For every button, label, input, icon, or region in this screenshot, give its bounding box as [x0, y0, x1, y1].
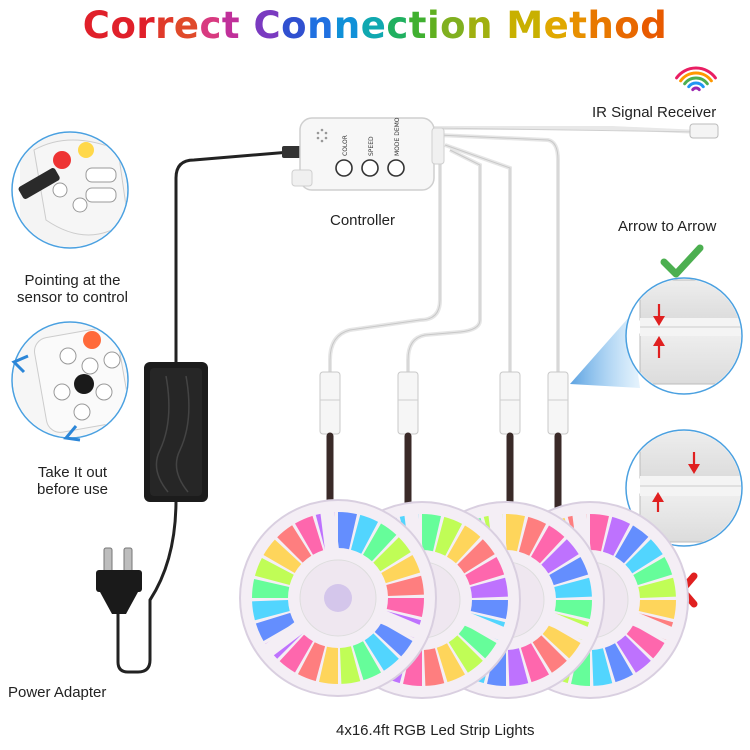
strips-label: 4x16.4ft RGB Led Strip Lights: [336, 722, 535, 739]
title-letter: r: [136, 4, 156, 47]
remote-circle-pointing: [11, 131, 129, 249]
title-letter: t: [408, 4, 427, 47]
controller-button[interactable]: MODE DEMO: [387, 117, 405, 177]
title-letter: h: [587, 4, 615, 47]
led-reels: [239, 499, 689, 699]
controller-button-label: SPEED: [368, 136, 375, 156]
dc-plug: [282, 146, 302, 158]
connectors: [319, 371, 569, 435]
page-title: Correct Connection Method: [0, 4, 750, 47]
title-letter: M: [506, 4, 544, 47]
power-adapter-label: Power Adapter: [8, 684, 107, 701]
title-letter: C: [253, 4, 282, 47]
cable-3: [444, 143, 512, 380]
title-letter: c: [199, 4, 222, 47]
title-letter: c: [386, 4, 409, 47]
arrow-left-icon: [11, 354, 29, 374]
cable-4: [437, 133, 560, 380]
ir-wifi-icon: [675, 66, 717, 92]
connector-1: [319, 371, 341, 435]
takeout-label-line2: before use: [37, 481, 108, 498]
wifi-arc: [679, 71, 713, 83]
controller-button[interactable]: SPEED: [361, 136, 379, 177]
ir-receiver-head: [689, 123, 719, 139]
title-letter: o: [110, 4, 137, 47]
controller-button-label: COLOR: [342, 135, 349, 156]
title-letter: o: [440, 4, 467, 47]
connector-2: [397, 371, 419, 435]
controller-button[interactable]: COLOR: [335, 135, 353, 177]
ir-receiver-label: IR Signal Receiver: [592, 104, 717, 121]
pointing-label-line2: sensor to control: [17, 289, 128, 306]
ir-cable: [432, 126, 701, 134]
title-letter: n: [307, 4, 334, 47]
title-letter: e: [173, 4, 200, 47]
wifi-arc: [687, 81, 705, 89]
check-icon: [660, 244, 704, 278]
pointing-label: Pointing at the sensor to control: [0, 272, 145, 306]
remote-circle-takeout: [11, 321, 129, 442]
title-letter: d: [640, 4, 668, 47]
led-reel: [239, 499, 437, 697]
wifi-arc: [675, 66, 717, 80]
title-letter: e: [543, 4, 570, 47]
plug-cable: [116, 499, 178, 674]
title-letter: o: [281, 4, 308, 47]
connector-3: [499, 371, 521, 435]
title-letter: i: [426, 4, 441, 47]
title-letter: t: [569, 4, 588, 47]
title-letter: C: [82, 4, 111, 47]
wifi-arc: [683, 76, 709, 86]
wifi-arc: [691, 86, 701, 92]
arrow-down-left-icon: [63, 425, 81, 442]
controller-button-label: MODE DEMO: [394, 117, 401, 156]
controller-label: Controller: [330, 212, 396, 229]
title-letter: r: [155, 4, 174, 47]
power-adapter: [144, 362, 208, 502]
title-letter: t: [221, 4, 241, 47]
pointing-label-line1: Pointing at the: [24, 272, 121, 289]
takeout-label: Take It out before use: [0, 464, 145, 498]
title-letter: o: [614, 4, 641, 47]
title-letter: n: [466, 4, 493, 47]
connector-4: [547, 371, 569, 435]
title-letter: n: [333, 4, 361, 47]
ac-plug: [96, 547, 142, 614]
correct-connection-circle: [625, 277, 743, 395]
takeout-label-line1: Take It out: [37, 464, 108, 481]
cable-1: [328, 160, 442, 380]
controller-box: COLOR SPEED MODE DEMO: [291, 117, 445, 191]
zoom-beam: [570, 316, 640, 388]
title-letter: e: [360, 4, 387, 47]
power-cable: [174, 150, 291, 365]
arrow-to-arrow-label: Arrow to Arrow: [618, 218, 717, 235]
